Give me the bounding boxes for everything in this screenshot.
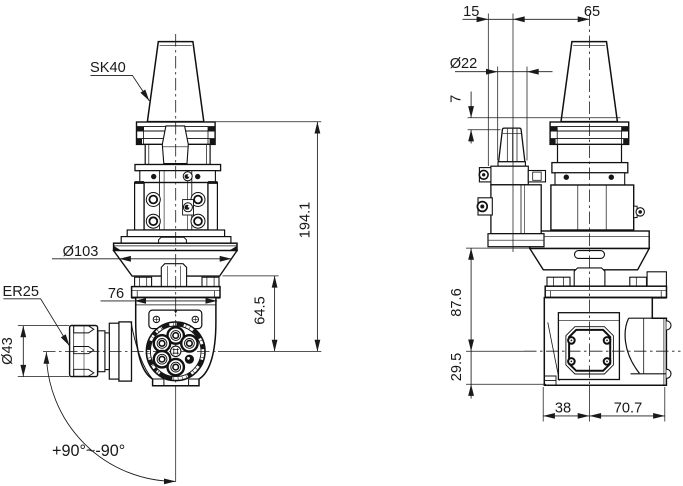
front-pivot-boss	[160, 263, 188, 288]
dim-center-to-bottom: 29.5	[449, 351, 474, 399]
face-bolt	[179, 333, 199, 353]
front-block-screws	[145, 192, 206, 229]
label-taper: SK40	[90, 60, 126, 76]
side-small-spindle	[476, 127, 547, 248]
label-flange-to-center: 87.6	[449, 288, 465, 316]
side-block	[550, 184, 635, 231]
index-pin	[184, 354, 194, 364]
dim-spindle-nose-diameter: Ø22	[450, 56, 553, 75]
dim-center-height: 64.5	[253, 275, 278, 352]
center-screw	[169, 345, 182, 358]
face-bolt	[152, 333, 172, 353]
label-swivel-range: +90°~-90°	[52, 442, 125, 460]
label-nut-diameter: Ø43	[0, 337, 16, 365]
dim-nut-diameter: Ø43	[0, 325, 27, 377]
dim-bottom-widths: 38 70.7	[543, 401, 665, 419]
dim-offsets: 15 65	[462, 4, 600, 23]
side-plate	[551, 161, 629, 174]
side-cylinder	[624, 317, 672, 386]
label-spindle-nose-diameter: Ø22	[450, 56, 478, 72]
dim-overall-height: 194.1	[298, 121, 321, 352]
dim-body-width: 76	[100, 286, 218, 304]
label-bottom-width-right: 70.7	[614, 401, 642, 417]
dim-swivel-range: +90°~-90°	[43, 352, 176, 485]
grease-fitting	[633, 205, 645, 219]
label-collet: ER25	[3, 284, 40, 300]
label-center-to-bottom: 29.5	[449, 353, 465, 381]
label-nose-protrusion: 7	[449, 95, 465, 103]
small-collet	[497, 127, 526, 163]
label-body-width: 76	[108, 286, 124, 302]
front-spindle-stack	[68, 321, 133, 382]
face-bolt	[166, 357, 186, 377]
side-step-block	[646, 271, 667, 287]
label-bottom-width-left: 38	[555, 401, 571, 417]
dim-flange-to-center: 87.6	[449, 248, 474, 352]
dimensions: SK40 ER25 Ø103 76 Ø43 194.1 64.5 +90°~-9…	[0, 4, 666, 485]
label-flange-diameter: Ø103	[63, 244, 99, 260]
label-front-offset: 15	[463, 4, 479, 20]
side-plate-bolts	[567, 336, 612, 366]
dim-flange-diameter: Ø103	[52, 244, 232, 262]
label-center-height: 64.5	[253, 296, 269, 324]
front-plate	[134, 163, 222, 172]
side-head-plate	[544, 285, 668, 299]
leader-er25: ER25	[3, 284, 70, 347]
front-gauge-plate	[148, 309, 203, 330]
side-square-plate	[557, 312, 621, 381]
leader-sk40: SK40	[90, 60, 150, 102]
dim-nose-protrusion: 7	[449, 91, 474, 144]
label-overall-height: 194.1	[298, 202, 314, 239]
face-bolt	[166, 326, 186, 345]
label-center-offset: 65	[584, 4, 600, 20]
ext-o22	[497, 66, 528, 161]
